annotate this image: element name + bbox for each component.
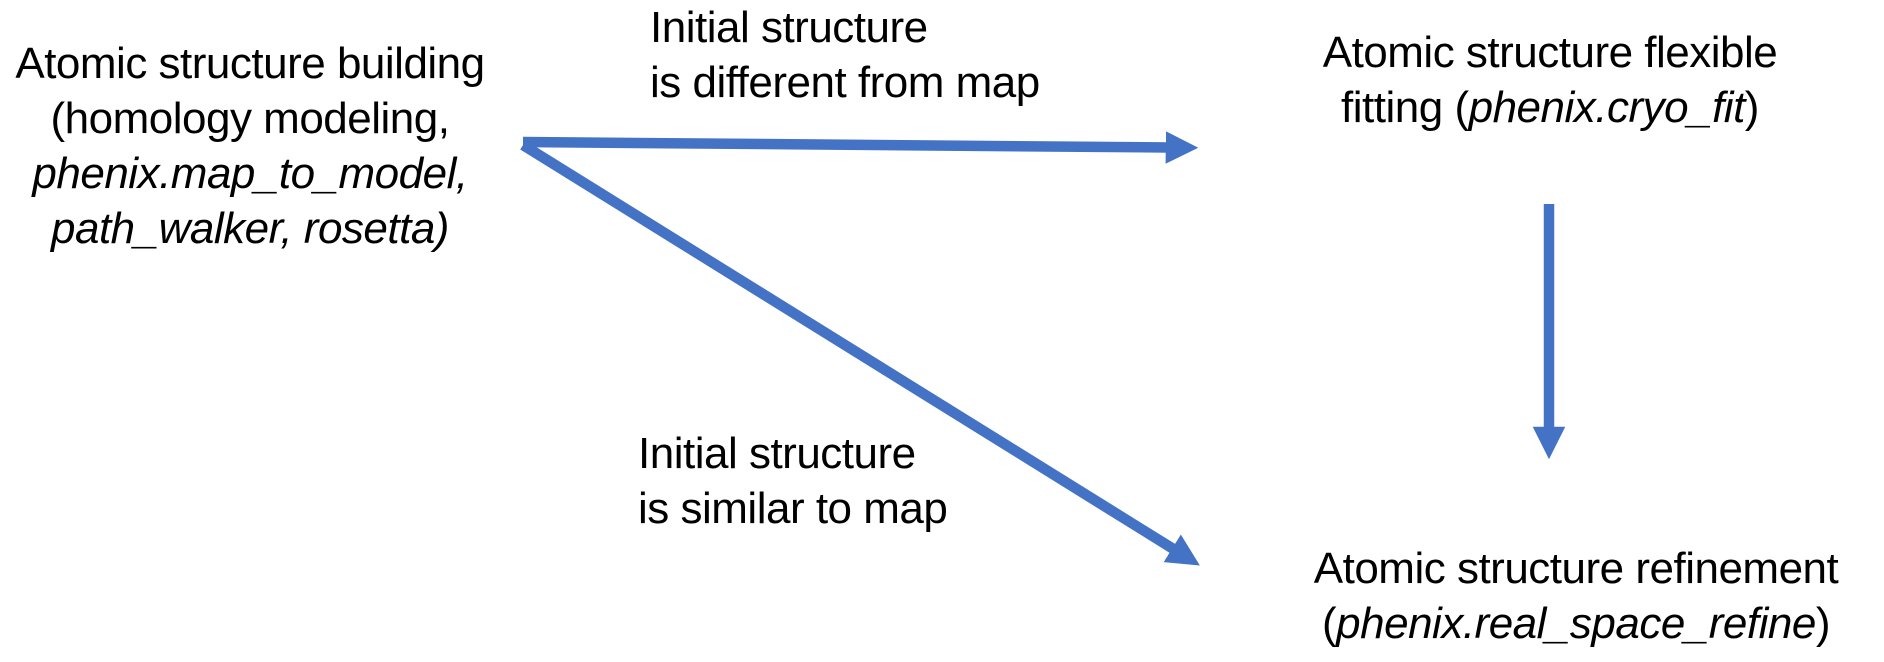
- text-line: (homology modeling,: [0, 91, 500, 146]
- text-line: is different from map: [650, 55, 1040, 110]
- text-segment: Atomic structure flexible: [1322, 28, 1778, 77]
- text-segment: is similar to map: [638, 484, 948, 533]
- edge-label-similar: Initial structure is similar to map: [638, 426, 948, 536]
- node-flexible-fitting: Atomic structure flexible fitting (pheni…: [1290, 25, 1810, 135]
- text-segment: Atomic structure refinement: [1313, 544, 1839, 593]
- text-line: (phenix.real_space_refine): [1268, 596, 1884, 651]
- text-segment: Initial structure: [650, 3, 928, 52]
- text-segment: (homology modeling,: [50, 94, 450, 143]
- arrow-building-to-refinement: [520, 140, 1200, 566]
- text-line: Atomic structure flexible: [1290, 25, 1810, 80]
- text-line: is similar to map: [638, 481, 948, 536]
- text-segment: Initial structure: [638, 429, 916, 478]
- text-segment: ): [1815, 599, 1831, 648]
- text-line: Atomic structure refinement: [1268, 541, 1884, 596]
- node-refinement: Atomic structure refinement (phenix.real…: [1268, 541, 1884, 651]
- text-segment: is different from map: [650, 58, 1040, 107]
- text-line: Initial structure: [650, 0, 1040, 55]
- text-line: phenix.map_to_model,: [0, 146, 500, 201]
- arrow-building-to-flexible-fitting: [522, 131, 1199, 164]
- text-line: fitting (phenix.cryo_fit): [1290, 80, 1810, 135]
- text-segment: (: [1322, 599, 1337, 648]
- text-segment: path_walker, rosetta): [51, 204, 449, 253]
- text-line: Initial structure: [638, 426, 947, 481]
- text-line: path_walker, rosetta): [0, 201, 500, 256]
- edge-label-different: Initial structure is different from map: [650, 0, 1040, 110]
- text-segment: Atomic structure building: [15, 39, 485, 88]
- text-segment: phenix.real_space_refine: [1336, 599, 1816, 648]
- text-segment: phenix.cryo_fit: [1468, 83, 1746, 132]
- text-segment: phenix.map_to_model,: [32, 149, 468, 198]
- text-segment: fitting (: [1341, 83, 1469, 132]
- text-line: Atomic structure building: [0, 36, 500, 91]
- text-segment: ): [1744, 83, 1760, 132]
- node-atomic-structure-building: Atomic structure building (homology mode…: [0, 36, 500, 256]
